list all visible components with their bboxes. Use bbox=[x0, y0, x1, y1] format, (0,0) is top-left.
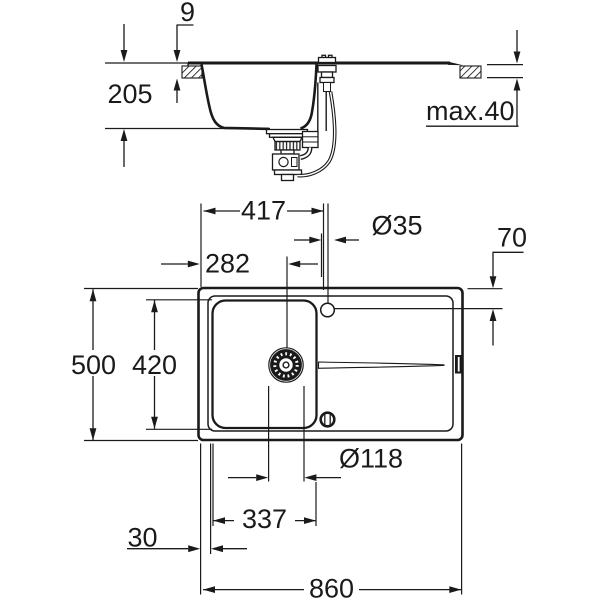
label-overall-width: 860 bbox=[309, 574, 354, 600]
dim-max-counter-thickness bbox=[426, 30, 521, 127]
label-tap-hole-diameter: Ø35 bbox=[371, 211, 422, 241]
right-edge-overflow-slot bbox=[455, 355, 463, 374]
extension-lines bbox=[84, 203, 503, 595]
sink-rim-inner-outline bbox=[207, 295, 454, 432]
tap-hole bbox=[319, 302, 336, 318]
label-rim-width: 30 bbox=[127, 523, 157, 553]
label-drain-diameter: Ø118 bbox=[339, 444, 403, 474]
label-rim-height: 9 bbox=[180, 0, 195, 27]
dim-installation-depth bbox=[120, 24, 128, 167]
drain-assembly-section bbox=[265, 128, 309, 182]
bowl-left-wall bbox=[200, 64, 270, 131]
dim-overall-depth bbox=[69, 289, 117, 441]
label-bowl-inner-depth: 420 bbox=[132, 350, 177, 380]
section-view bbox=[105, 24, 523, 182]
label-installation-depth: 205 bbox=[107, 79, 152, 109]
label-max-counter-thickness: max.40 bbox=[426, 96, 515, 126]
dim-bowl-inner-width bbox=[213, 507, 316, 532]
label-edge-to-drain: 282 bbox=[205, 249, 250, 279]
bowl-right-wall bbox=[300, 64, 318, 130]
dim-overall-width bbox=[203, 577, 462, 600]
dim-edge-to-tap bbox=[203, 199, 324, 222]
countertop-hatch-right bbox=[459, 65, 482, 79]
dim-bowl-inner-depth bbox=[130, 300, 179, 429]
label-edge-to-tap: 417 bbox=[241, 196, 286, 226]
overflow-knob-plan bbox=[319, 411, 336, 428]
countertop-hatch-left bbox=[181, 65, 203, 79]
dim-rim-width bbox=[127, 545, 247, 553]
drainboard-groove bbox=[317, 361, 445, 369]
dim-top-edge-to-tap bbox=[489, 251, 524, 346]
bowl-outline bbox=[211, 299, 318, 430]
plan-view bbox=[69, 199, 524, 600]
label-overall-depth: 500 bbox=[71, 350, 116, 380]
label-bowl-inner-width: 337 bbox=[242, 504, 287, 534]
label-top-edge-to-tap: 70 bbox=[497, 223, 527, 253]
dim-rim-height bbox=[173, 24, 194, 103]
rim-right-taper bbox=[448, 61, 463, 66]
dim-edge-to-drain bbox=[161, 260, 318, 268]
dim-drain-diameter bbox=[228, 474, 341, 481]
drain-flange-plan bbox=[268, 347, 304, 383]
overflow-assembly-section bbox=[297, 54, 337, 178]
dim-tap-hole-diameter bbox=[294, 236, 359, 244]
